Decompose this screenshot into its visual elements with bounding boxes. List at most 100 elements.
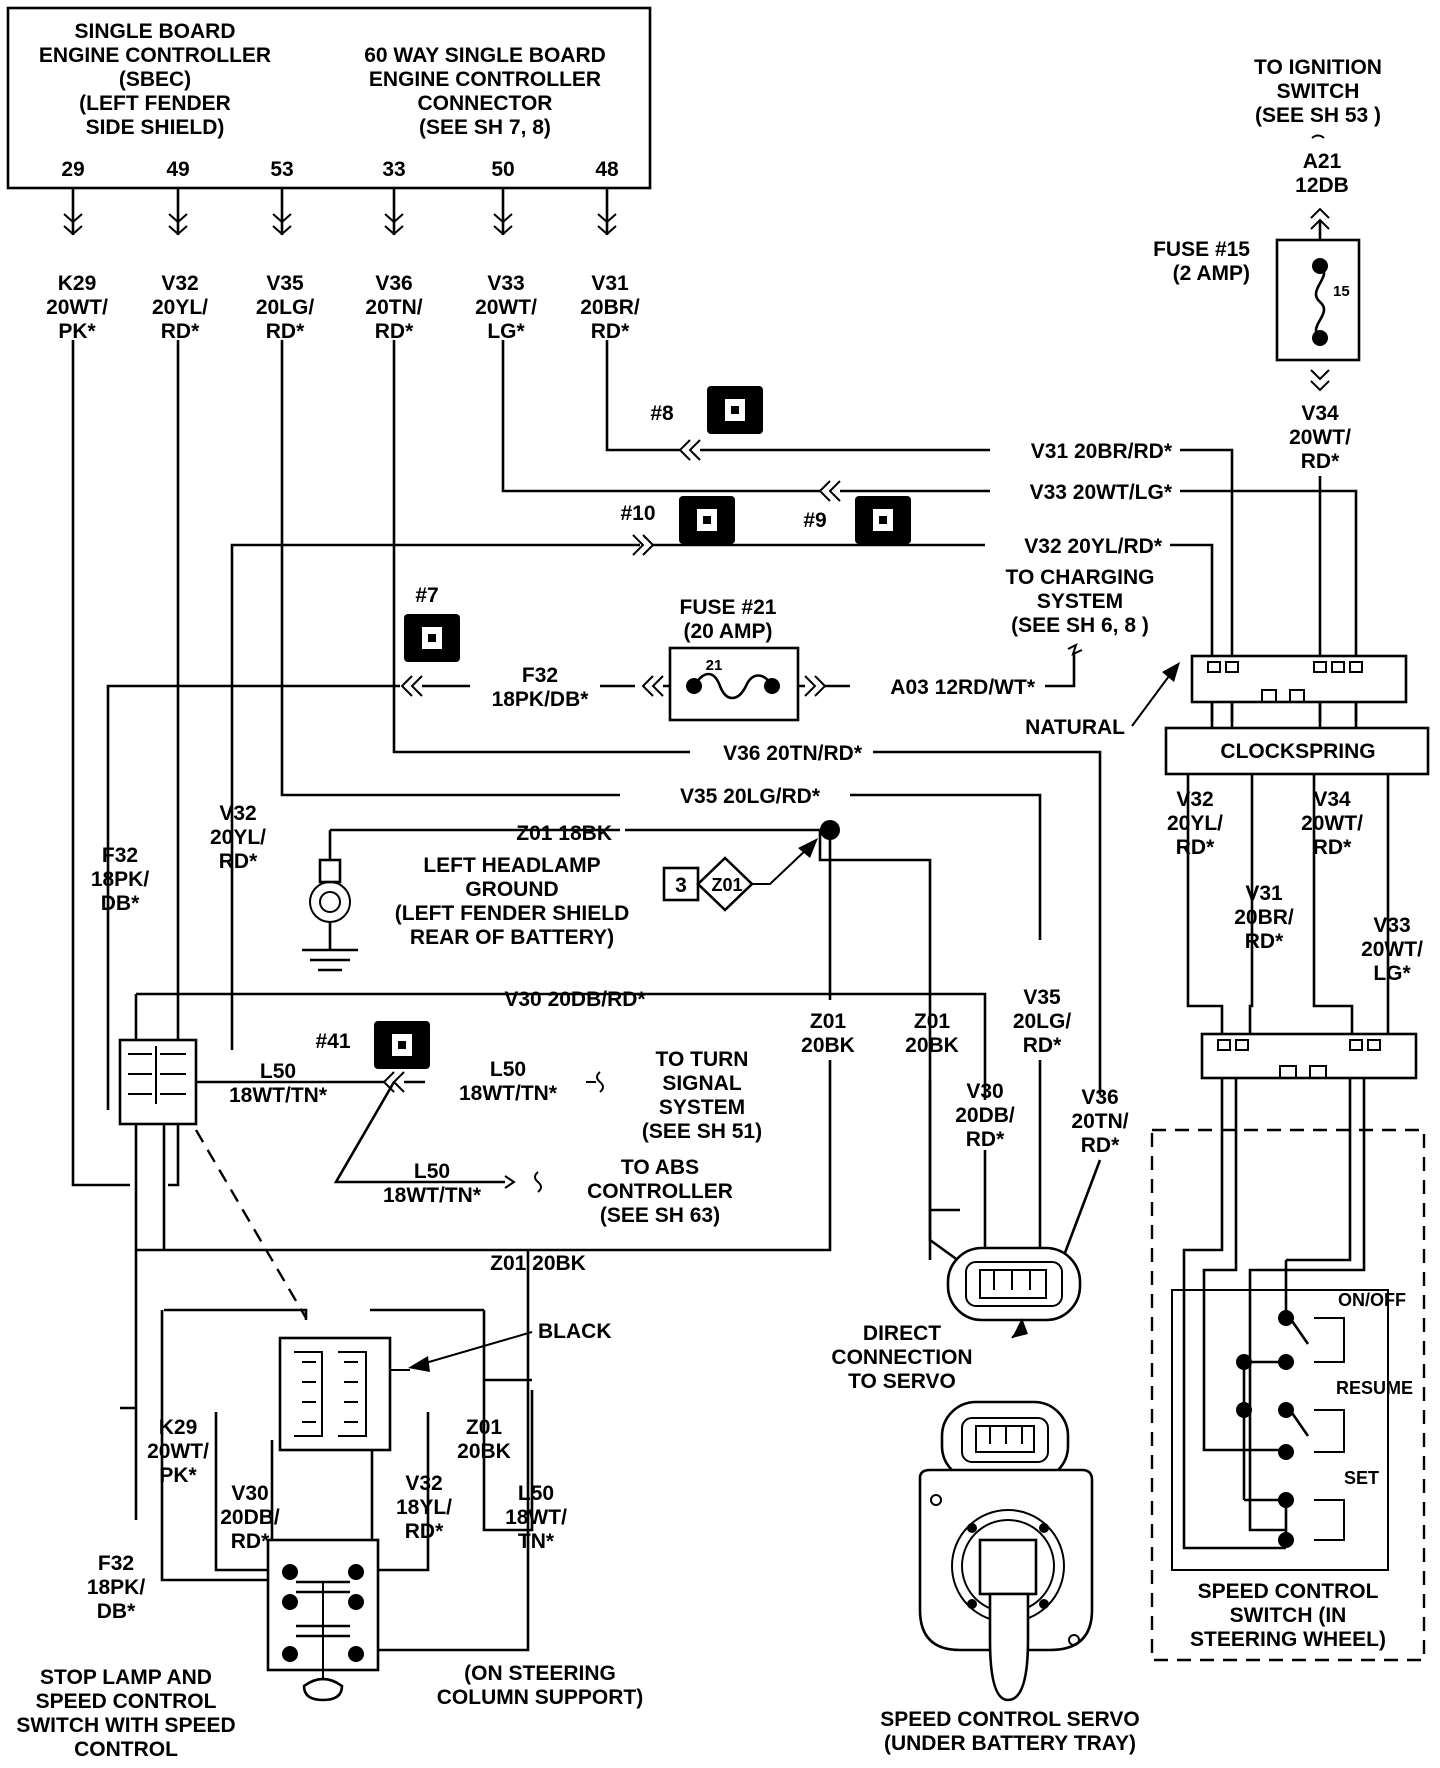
sbec-label-4: (LEFT FENDER [79,92,231,115]
turn-signal-label-4: (SEE SH 51) [642,1120,762,1143]
cs-v33-code: V33 [1373,914,1410,937]
f32-label-1: F32 [522,664,558,687]
l50-abs-gauge: 18WT/TN* [383,1184,482,1207]
stop-v32-gauge: 18YL/ [396,1496,452,1519]
l50-left-gauge: 18WT/TN* [229,1084,328,1107]
fuse15-number: 15 [1333,283,1350,300]
sbec-label-5: SIDE SHIELD) [86,116,225,139]
cs-v33-color: LG* [1373,962,1411,985]
fuse15-label-1: FUSE #15 [1153,238,1250,261]
stop-v30-gauge: 20DB/ [220,1506,280,1529]
label-v36-harness: V36 20TN/RD* [723,742,863,765]
cs-v31-gauge: 20BR/ [1234,906,1294,929]
v35-color: RD* [266,320,305,343]
harness-labels: V31 20BR/RD* V33 20WT/LG* V32 20YL/RD* T… [490,440,1180,1275]
charging-label-2: SYSTEM [1037,590,1123,613]
charging-label-1: TO CHARGING [1006,566,1155,589]
left-v32-code: V32 [219,802,256,825]
fuse21-label-2: (20 AMP) [683,620,772,643]
left-vertical-labels: V32 20YL/ RD* F32 18PK/ DB* [91,802,266,915]
connector-label-2: ENGINE CONTROLLER [369,68,601,91]
cs-v32-color: RD* [1176,836,1215,859]
mid-z01b-gauge: 20BK [905,1034,959,1057]
speed-control-switch: ON/OFF RESUME SET SPEED CONTROL SWITCH (… [1150,1078,1426,1662]
mid-z01a-gauge: 20BK [801,1034,855,1057]
stop-v30-code: V30 [231,1482,268,1505]
headlamp-label-2: GROUND [465,878,558,901]
left-f32-color: DB* [101,892,140,915]
mount-label-2: COLUMN SUPPORT) [437,1686,644,1709]
pin-48: 48 [595,158,619,181]
cs-v32-gauge: 20YL/ [1167,812,1223,835]
direct-connection-2: CONNECTION [831,1346,972,1369]
mid-z01a-code: Z01 [810,1010,847,1033]
stop-label-3: SWITCH WITH SPEED [16,1714,235,1737]
stop-f32-code: F32 [98,1552,134,1575]
mid-v30-code: V30 [966,1080,1003,1103]
direct-connection-1: DIRECT [863,1322,941,1345]
l50-left-code: L50 [260,1060,296,1083]
ignition-label-2: SWITCH [1277,80,1360,103]
stop-k29-color: PK* [159,1464,197,1487]
label-v30-harness: V30 20DB/RD* [504,988,646,1011]
speed-switch-label-1: SPEED CONTROL [1198,1580,1379,1603]
cs-v34-code: V34 [1313,788,1351,811]
charging-label-3: (SEE SH 6, 8 ) [1011,614,1149,637]
fuse15-label-2: (2 AMP) [1173,262,1250,285]
cs-v34-gauge: 20WT/ [1301,812,1363,835]
k29-color: PK* [58,320,96,343]
connector-tags: #8 #10 #9 #7 #41 [315,386,911,1069]
servo-label-1: SPEED CONTROL SERVO [880,1708,1139,1731]
stop-l50-color: TN* [518,1530,555,1553]
speed-switch-label-2: SWITCH (IN [1230,1604,1347,1627]
stop-z01-gauge: 20BK [457,1440,511,1463]
ground-tag-number: 3 [675,874,687,897]
ground-tag-code: Z01 [711,875,742,895]
label-z01-bottom: Z01 20BK [490,1252,586,1275]
label-natural: NATURAL [1025,716,1125,739]
sbec-label-3: (SBEC) [119,68,191,91]
v32-color: RD* [161,320,200,343]
v34-code: V34 [1301,402,1339,425]
stop-v32-code: V32 [405,1472,442,1495]
stop-label-2: SPEED CONTROL [36,1690,217,1713]
stop-v30-color: RD* [231,1530,270,1553]
label-v35-harness: V35 20LG/RD* [680,785,821,808]
mid-vertical-runs: Z01 20BK Z01 20BK V35 20LG/ RD* V30 20DB… [134,986,1129,1252]
stop-label-4: CONTROL [74,1738,178,1761]
f32-label-2: 18PK/DB* [492,688,590,711]
headlamp-ground: LEFT HEADLAMP GROUND (LEFT FENDER SHIELD… [302,820,932,1260]
mid-v30-color: RD* [966,1128,1005,1151]
v31-gauge: 20BR/ [580,296,640,319]
mid-v36-code: V36 [1081,1086,1118,1109]
cs-v33-gauge: 20WT/ [1361,938,1423,961]
sbec-label-1: SINGLE BOARD [74,20,235,43]
label-a03: A03 12RD/WT* [890,676,1036,699]
left-f32-code: F32 [102,844,138,867]
abs-label-2: CONTROLLER [587,1180,733,1203]
v34-color: RD* [1301,450,1340,473]
label-v32-harness: V32 20YL/RD* [1024,535,1163,558]
cs-v32-code: V32 [1176,788,1213,811]
a21-code: A21 [1303,150,1342,173]
turn-signal-label-2: SIGNAL [662,1072,742,1095]
sbec-box [6,6,652,190]
a21-gauge: 12DB [1295,174,1349,197]
connector-10-label: #10 [620,502,655,525]
clockspring-upper-connector [1190,654,1408,704]
abs-label-3: (SEE SH 63) [600,1204,720,1227]
v36-color: RD* [375,320,414,343]
speed-control-servo: DIRECT CONNECTION TO SERVO SPEED CONTROL… [831,1060,1140,1755]
v32-gauge: 20YL/ [152,296,208,319]
stop-z01-code: Z01 [466,1416,503,1439]
ignition-feed: TO IGNITION SWITCH (SEE SH 53 ) A21 12DB… [1153,56,1382,722]
abs-label-1: TO ABS [621,1156,699,1179]
button-resume: RESUME [1336,1378,1413,1398]
mid-v36-color: RD* [1081,1134,1120,1157]
mid-v35-gauge: 20LG/ [1013,1010,1072,1033]
label-z01-harness: Z01 18BK [516,822,612,845]
connector-7-icon [404,614,460,662]
v33-gauge: 20WT/ [475,296,537,319]
speed-switch-label-3: STEERING WHEEL) [1190,1628,1386,1651]
